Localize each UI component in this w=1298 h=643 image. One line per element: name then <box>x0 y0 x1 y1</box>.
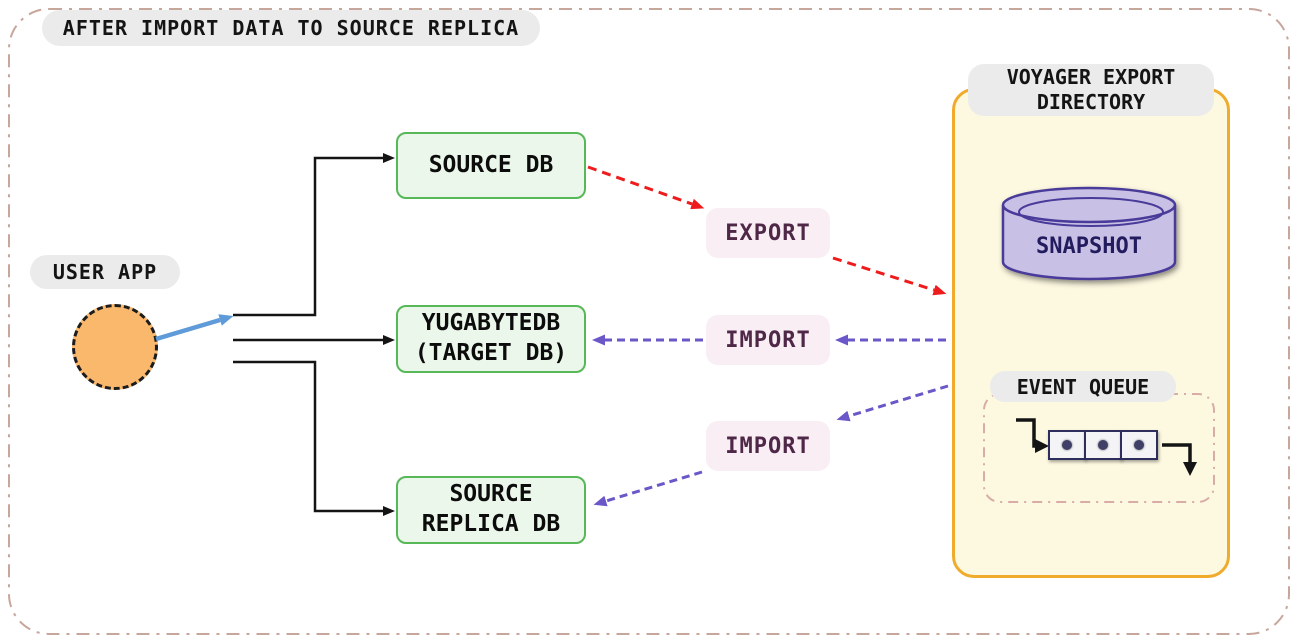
export-label: EXPORT <box>725 220 811 246</box>
queue-item <box>1084 430 1122 460</box>
export-arrow-sourcedb-to-export <box>587 165 705 210</box>
target-db-label-line1: YUGABYTEDB <box>421 310 561 337</box>
export-arrow-export-to-panel <box>832 256 947 296</box>
pill-export: EXPORT <box>706 208 830 258</box>
queue-item <box>1048 430 1086 460</box>
replica-db-label-line1: SOURCE <box>449 481 533 508</box>
queue-item-dot-icon <box>1062 440 1072 450</box>
user-app-label-pill: USER APP <box>30 255 180 289</box>
box-target-db: YUGABYTEDB (TARGET DB) <box>396 305 586 373</box>
branch-line-to-source-db <box>233 153 395 317</box>
queue-item <box>1120 430 1158 460</box>
pill-import-replica: IMPORT <box>706 421 830 471</box>
voyager-panel-title-pill: VOYAGER EXPORT DIRECTORY <box>968 64 1214 116</box>
user-app-arrow <box>155 314 234 342</box>
pill-import-target: IMPORT <box>706 315 830 365</box>
box-source-replica-db: SOURCE REPLICA DB <box>396 476 586 544</box>
import-arrow-panel-to-import-replica <box>836 384 949 422</box>
user-app-label: USER APP <box>52 260 158 284</box>
voyager-title-line2: DIRECTORY <box>1036 90 1146 114</box>
user-app-circle <box>72 304 158 390</box>
branch-line-to-replica-db <box>233 360 395 516</box>
event-queue-items <box>1048 430 1158 460</box>
event-queue-label-pill: EVENT QUEUE <box>990 371 1176 402</box>
import-replica-label: IMPORT <box>725 433 811 459</box>
target-db-label-line2: (TARGET DB) <box>414 340 568 366</box>
import-arrow-import-to-replica-db <box>593 470 703 507</box>
box-source-db: SOURCE DB <box>396 132 586 199</box>
voyager-title-line1: VOYAGER EXPORT <box>1006 65 1176 89</box>
diagram-title: AFTER IMPORT DATA TO SOURCE REPLICA <box>42 10 540 46</box>
source-db-label-line1: SOURCE DB <box>428 151 554 178</box>
replica-db-label-line2: REPLICA DB <box>421 511 561 537</box>
queue-item-dot-icon <box>1098 440 1108 450</box>
voyager-export-directory-panel <box>952 88 1230 578</box>
import-target-label: IMPORT <box>725 327 811 353</box>
queue-item-dot-icon <box>1134 440 1144 450</box>
event-queue-label: EVENT QUEUE <box>1016 374 1150 399</box>
diagram-title-text: AFTER IMPORT DATA TO SOURCE REPLICA <box>62 16 520 40</box>
